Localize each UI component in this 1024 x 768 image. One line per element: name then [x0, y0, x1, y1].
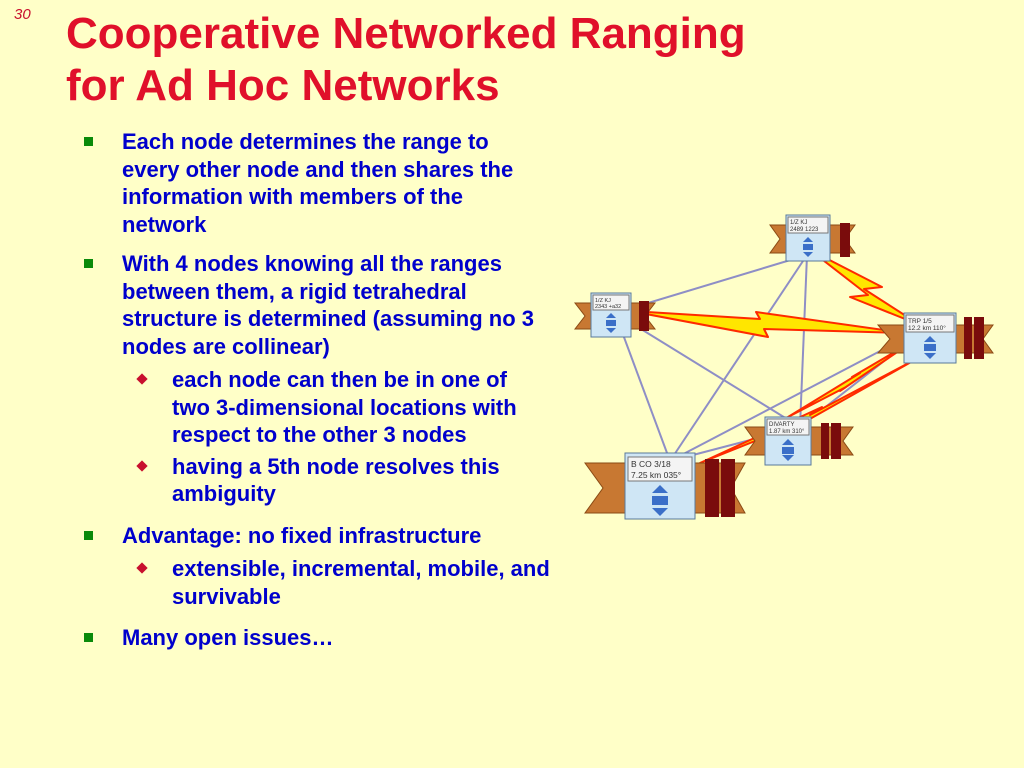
node-grid-icon [652, 496, 668, 505]
square-bullet-icon [84, 530, 93, 540]
node-line-1: 1/Z KJ [790, 220, 807, 226]
flag [721, 459, 735, 517]
title-line-1: Cooperative Networked Ranging [66, 9, 746, 58]
bullet-item: With 4 nodes knowing all the ranges betw… [80, 250, 550, 360]
bullet-text: Many open issues… [122, 625, 334, 650]
flag [639, 301, 649, 331]
banner-ribbon [876, 324, 909, 354]
node-top: 1/Z KJ 2489 1223 [769, 214, 856, 262]
bullet-list: Each node determines the range to every … [80, 128, 550, 664]
square-bullet-icon [84, 259, 93, 268]
node-arrow-icon [782, 455, 794, 461]
node-line-2: 2489 1223 [790, 227, 819, 233]
flag [705, 459, 719, 517]
bullet-text: With 4 nodes knowing all the ranges betw… [122, 251, 534, 359]
square-bullet-icon [84, 137, 93, 146]
node-label-box [905, 314, 955, 333]
diamond-bullet-icon [136, 459, 148, 472]
node-mid: DIVARTY 1.87 km 310° [744, 416, 854, 466]
node-arrow-icon [803, 237, 813, 242]
node-arrow-icon [606, 313, 616, 318]
flag [964, 317, 972, 359]
node-arrow-icon [652, 508, 668, 516]
flag [974, 317, 984, 359]
node-grid-icon [803, 244, 813, 250]
node-arrow-icon [924, 336, 936, 342]
sub-bullet-item: having a 5th node resolves this ambiguit… [80, 453, 550, 508]
network-diagram: 1/Z KJ 2489 1223 1/Z KJ 2343 +a32 TRP 1/… [573, 214, 994, 520]
node-grid-icon [782, 447, 794, 454]
node-line-1: B CO 3/18 [631, 459, 671, 469]
square-bullet-icon [84, 633, 93, 642]
bullet-text: extensible, incremental, mobile, and sur… [172, 556, 550, 609]
bullet-text: Advantage: no fixed infrastructure [122, 522, 482, 548]
node-label-box [627, 456, 693, 482]
bullet-item: Many open issues… [80, 624, 550, 652]
node-arrow-icon [606, 328, 616, 333]
node-label-box [592, 294, 630, 311]
node-arrow-icon [803, 252, 813, 257]
node-right: TRP 1/5 12.2 km 110° [876, 312, 994, 364]
title-line-2: for Ad Hoc Networks [66, 61, 500, 110]
slide-number: 30 [14, 6, 31, 23]
banner-ribbon [584, 462, 630, 514]
bullet-text: each node can then be in one of two 3-di… [172, 367, 517, 447]
node-label-box [766, 418, 810, 436]
sub-bullet-item: each node can then be in one of two 3-di… [80, 366, 550, 449]
bullet-item: Each node determines the range to every … [80, 128, 550, 238]
node-arrow-icon [782, 439, 794, 445]
flag [821, 423, 829, 459]
diamond-bullet-icon [136, 373, 148, 385]
sub-bullet-item: extensible, incremental, mobile, and sur… [80, 555, 550, 610]
lightning-left-right [629, 310, 906, 338]
node-line-1: DIVARTY [769, 422, 794, 428]
node-arrow-icon [924, 353, 936, 359]
bullet-item: Advantage: no fixed infrastructure [80, 522, 550, 550]
node-line-2: 7.25 km 035° [631, 470, 681, 480]
bullet-text: Each node determines the range to every … [122, 129, 514, 237]
node-grid-icon [924, 344, 936, 351]
slide-title: Cooperative Networked Ranging for Ad Hoc… [66, 8, 966, 112]
node-arrow-icon [652, 485, 668, 493]
bullet-text: having a 5th node resolves this ambiguit… [172, 453, 500, 507]
node-line-1: 1/Z KJ [595, 298, 611, 304]
node-line-2: 2343 +a32 [595, 304, 621, 310]
node-line-2: 1.87 km 310° [769, 429, 805, 435]
node-line-2: 12.2 km 110° [908, 324, 946, 332]
flag [840, 223, 850, 257]
node-left: 1/Z KJ 2343 +a32 [573, 292, 657, 338]
node-grid-icon [606, 320, 616, 326]
flag [831, 423, 841, 459]
node-line-1: TRP 1/5 [908, 318, 932, 325]
diamond-bullet-icon [136, 562, 148, 574]
node-bottom: B CO 3/18 7.25 km 035° [584, 452, 746, 520]
node-label-box [787, 216, 829, 234]
